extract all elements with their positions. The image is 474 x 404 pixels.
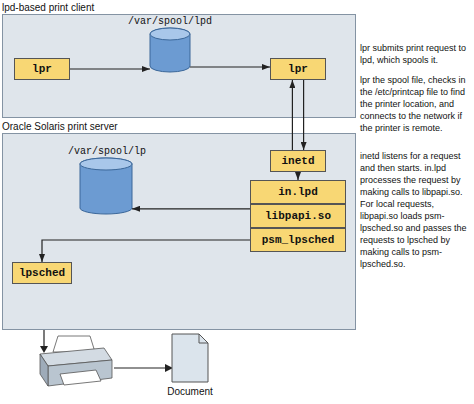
node-label: /var/spool/lpd [126, 16, 214, 28]
process-box: lpsched [12, 262, 72, 284]
cylinder-top [150, 28, 190, 40]
connector-arrow [132, 208, 250, 209]
process-box: lpr [14, 58, 70, 80]
client-group: lpd-based print client/var/spool/lpd lpr l… [2, 2, 356, 118]
cylinder-body [150, 28, 190, 72]
spool-database: /var/spool/lpd [126, 16, 214, 74]
printer-output [60, 370, 101, 385]
printer-side [40, 354, 48, 386]
annotation-note: lpr submits print request to lpd, which … [360, 42, 473, 66]
connector-arrow [292, 80, 293, 150]
annotation-note: inetd listens for a request and then sta… [360, 150, 473, 270]
spool-database: /var/spool/lp [68, 146, 144, 216]
connector-arrow [70, 68, 150, 69]
node-label: /var/spool/lp [68, 146, 144, 158]
annotation-note: lpr the spool file, checks in the /etc/p… [360, 74, 473, 134]
process-box: in.lpd [250, 180, 346, 204]
arrow-head [40, 346, 48, 353]
node-label: lpr [32, 63, 52, 75]
cylinder-shape [80, 158, 132, 214]
node-label: inetd [281, 155, 314, 167]
node-label: libpapi.so [265, 210, 331, 222]
connector-arrow [303, 80, 304, 150]
node-label: in.lpd [278, 186, 318, 198]
process-box: lpr [270, 58, 326, 80]
cylinder-body [80, 158, 132, 214]
output-wire [114, 367, 166, 368]
node-label: lpsched [19, 267, 65, 279]
document-shape [172, 334, 208, 382]
node-label: lpr [288, 63, 308, 75]
cylinder-shape [150, 28, 190, 72]
document-icon: Document [160, 334, 220, 402]
library-box: libpapi.so [250, 204, 346, 228]
document-page [172, 334, 208, 382]
cylinder-top [80, 158, 132, 170]
library-box: psm_lpsched [250, 228, 346, 252]
node-label: psm_lpsched [262, 234, 335, 246]
document-fold [199, 334, 208, 343]
connector-arrow [190, 66, 270, 67]
node-label: lpd-based print client [2, 2, 94, 14]
server-group: Oracle Solaris print server/var/spool/lp… [2, 121, 356, 330]
node-label: Oracle Solaris print server [2, 121, 118, 133]
process-box: inetd [270, 150, 326, 172]
node-label: Document [160, 386, 220, 398]
printer-front [48, 360, 112, 386]
connector-arrow [297, 172, 298, 180]
connector-arrow [42, 240, 250, 262]
